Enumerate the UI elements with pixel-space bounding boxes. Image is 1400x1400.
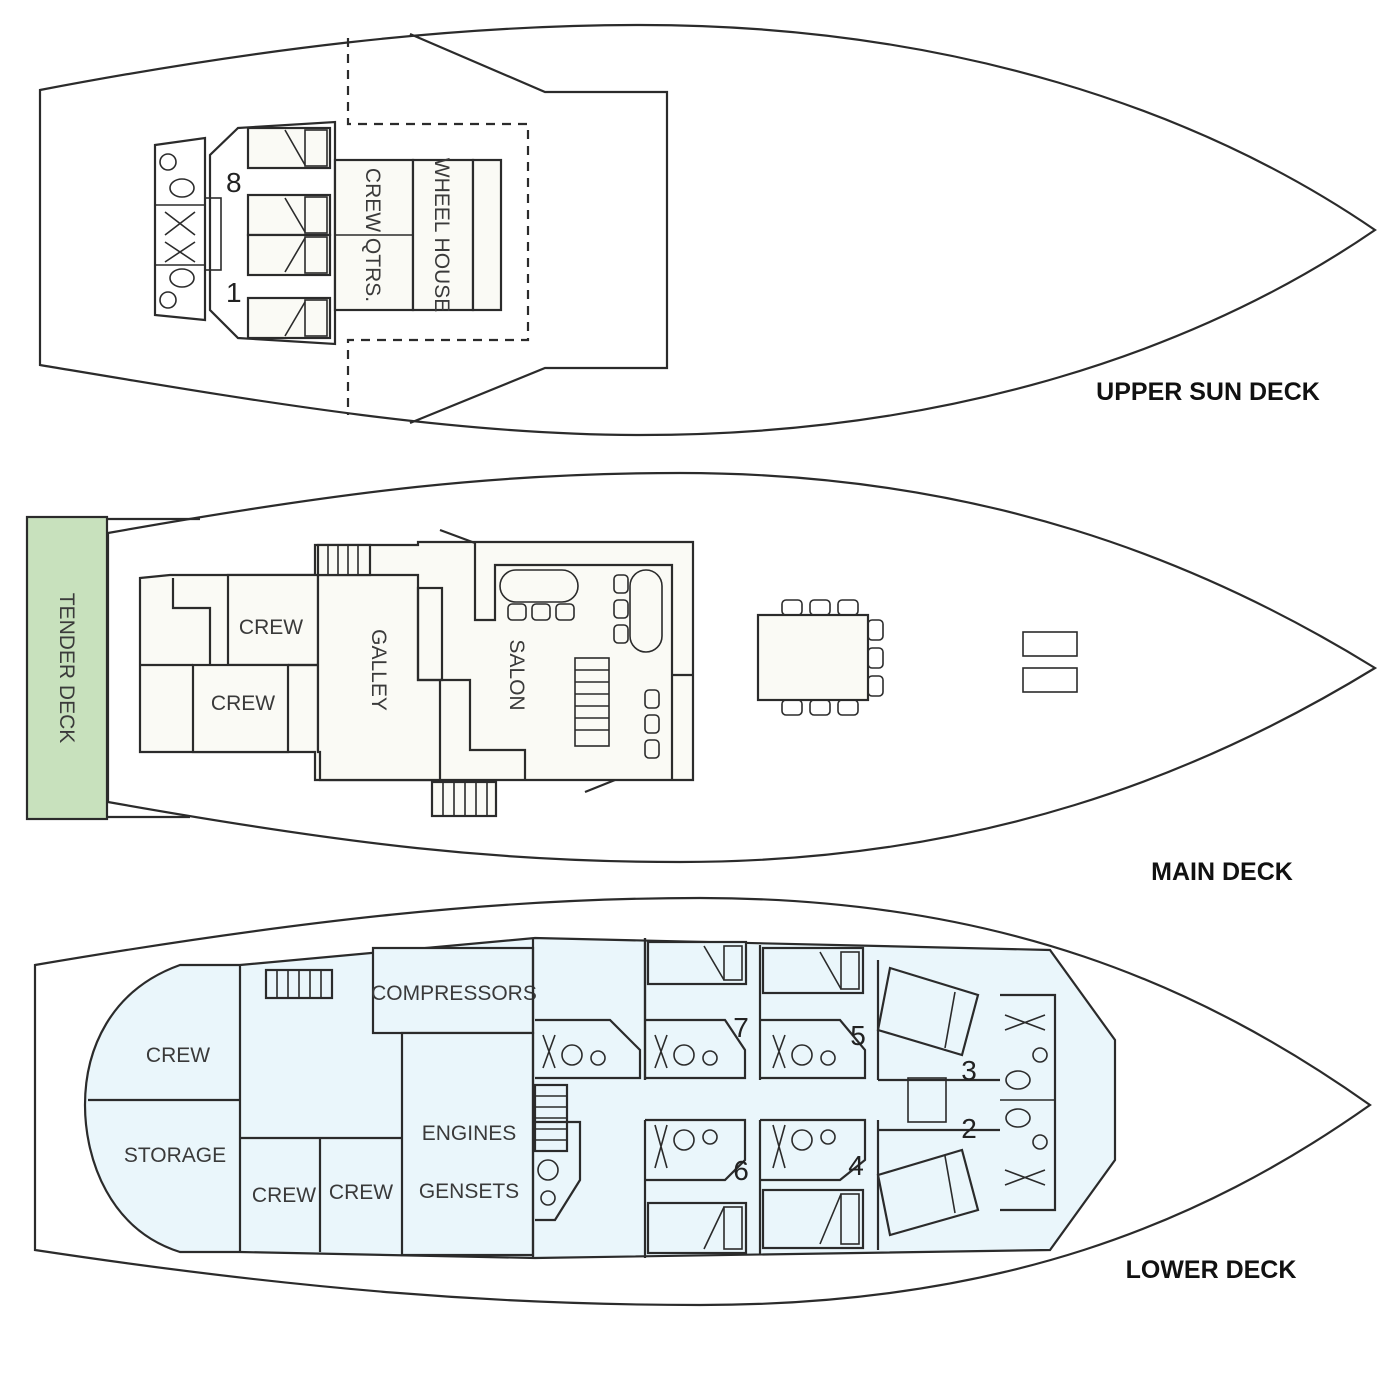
- cabin-5-number: 5: [850, 1020, 866, 1051]
- upper-sun-deck: CREW QTRS. WHEEL HOUSE 8 1 U: [38, 23, 1377, 437]
- lower-deck: CREW STORAGE CREW CREW COMPRESSORS ENGIN…: [33, 896, 1372, 1307]
- lower-deck-hull: [33, 896, 1372, 1307]
- lower-crew-2-label: CREW: [252, 1184, 316, 1207]
- main-stairs-top: [316, 543, 372, 577]
- main-deck: TENDER DECK CREW CREW GALLEY SALON: [25, 471, 1378, 886]
- main-crew-room-1: [226, 573, 320, 667]
- lower-forward-heads: [878, 993, 1057, 1212]
- main-crew-1-label: CREW: [239, 616, 303, 639]
- lower-berths: [646, 940, 980, 1255]
- wheel-house-console: [471, 158, 503, 312]
- deck-dining-table: [756, 599, 884, 716]
- lower-heads: [535, 938, 880, 1255]
- tender-deck-label: TENDER DECK: [55, 593, 78, 744]
- lower-stairs-aft: [264, 968, 334, 1000]
- lower-deck-title: LOWER DECK: [1126, 1256, 1297, 1284]
- upper-berths: [246, 126, 332, 340]
- main-crew-room-2: [191, 663, 290, 754]
- deck-loungers: [1022, 631, 1078, 693]
- lower-crew-3-label: CREW: [329, 1181, 393, 1204]
- engines-label: ENGINES: [422, 1122, 517, 1145]
- engines-room: [400, 1031, 535, 1257]
- cabin-2-number: 2: [961, 1113, 977, 1144]
- compressors-label: COMPRESSORS: [371, 982, 537, 1005]
- main-crew-2-label: CREW: [211, 692, 275, 715]
- upper-sun-deck-title: UPPER SUN DECK: [1096, 378, 1320, 406]
- main-deck-hull: [106, 471, 1378, 864]
- upper-deck-hull: [38, 23, 1377, 437]
- cabin-7-number: 7: [733, 1012, 749, 1043]
- upper-deck-dashed-area: [346, 38, 530, 415]
- tender-deck: [25, 515, 109, 821]
- gensets-label: GENSETS: [419, 1180, 519, 1203]
- cabin-8-number: 8: [226, 167, 242, 198]
- main-deck-title: MAIN DECK: [1151, 858, 1293, 886]
- lower-crew-label: CREW: [146, 1044, 210, 1067]
- salon-sofa: [499, 569, 663, 759]
- storage-label: STORAGE: [124, 1144, 226, 1167]
- cabin-6-number: 6: [733, 1155, 749, 1186]
- lower-stairs-mid: [533, 1083, 569, 1153]
- upper-deck-structure: [409, 32, 669, 425]
- upper-heads: [153, 136, 222, 322]
- main-stairs-bottom: [430, 780, 498, 818]
- galley-label: GALLEY: [367, 629, 390, 711]
- crew-qtrs-label: CREW QTRS.: [361, 168, 384, 302]
- wheel-house-room: [411, 158, 475, 312]
- cabin-3-number: 3: [961, 1055, 977, 1086]
- wheel-house-label: WHEEL HOUSE: [430, 158, 453, 312]
- cabin-1-number: 1: [226, 277, 242, 308]
- upper-cabin-block: [208, 120, 337, 346]
- cabin-4-number: 4: [848, 1150, 864, 1181]
- salon-label: SALON: [505, 639, 528, 710]
